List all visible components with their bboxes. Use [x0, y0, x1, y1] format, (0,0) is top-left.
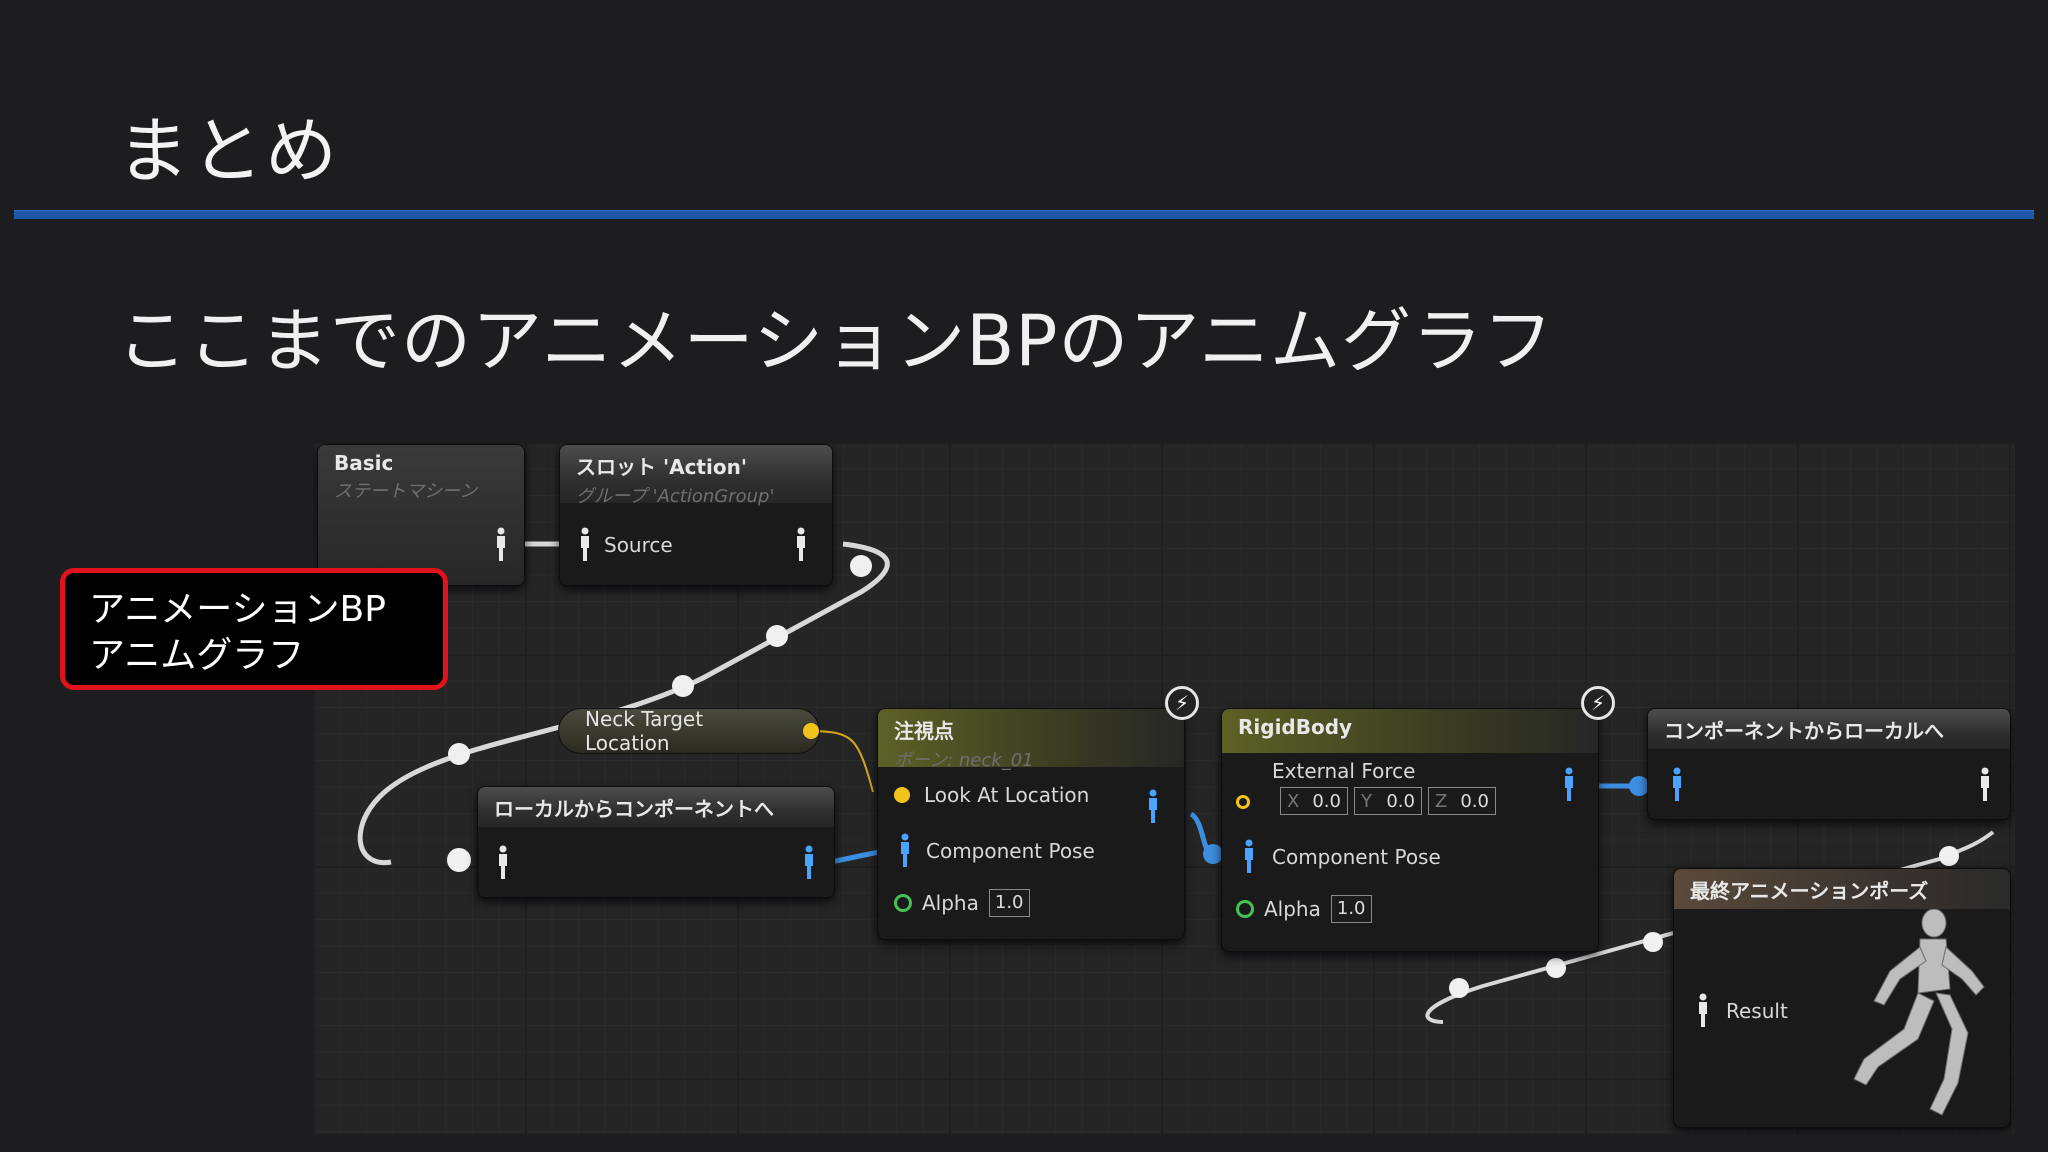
wire-comp-to-final	[1425, 830, 1995, 1024]
anim-graph-canvas[interactable]: Basic ステートマシーン スロット 'Action' グループ 'Actio…	[313, 442, 2015, 1134]
node-basic-title: Basic	[334, 451, 394, 475]
node-final-animation-pose[interactable]: 最終アニメーションポーズ Result	[1673, 868, 2011, 1128]
local-input-pin[interactable]	[496, 845, 510, 881]
node-local-to-component[interactable]: ローカルからコンポーネントへ	[477, 786, 835, 898]
look-at-component-pose-pin[interactable]: Component Pose	[898, 833, 1095, 869]
comp-output-pin[interactable]	[1978, 767, 1992, 803]
look-at-location-pin[interactable]: Look At Location	[894, 783, 1089, 807]
node-slot-subtitle: グループ 'ActionGroup'	[576, 486, 775, 507]
node-look-at[interactable]: 注視点 ボーン: neck_01 Look At Location Compon…	[877, 708, 1185, 940]
force-y-value: 0.0	[1386, 790, 1415, 812]
float-input-pin[interactable]	[1236, 900, 1254, 918]
graph-wires	[357, 541, 1995, 1024]
lightning-bolt-icon: ⚡	[1581, 686, 1615, 720]
look-at-location-label: Look At Location	[924, 783, 1090, 807]
vector-input-pin[interactable]	[1236, 795, 1250, 809]
wire-knot	[1643, 932, 1663, 952]
wire-knot	[1939, 846, 1959, 866]
node-basic-subtitle: ステートマシーン	[334, 481, 478, 502]
lightning-bolt-icon: ⚡	[1165, 686, 1199, 720]
look-at-alpha-value[interactable]: 1.0	[988, 889, 1030, 917]
vector-input-pin[interactable]	[894, 787, 910, 803]
look-at-output-pin[interactable]	[1146, 789, 1160, 825]
wire-knot	[1546, 958, 1566, 978]
pose-figure-icon	[1562, 767, 1576, 803]
pose-figure-icon	[802, 845, 816, 881]
node-component-to-local-title: コンポーネントからローカルへ	[1664, 719, 1944, 743]
float-input-pin[interactable]	[894, 894, 912, 912]
rigid-external-force-label: External Force	[1272, 759, 1416, 783]
node-look-at-subtitle: ボーン: neck_01	[894, 750, 1034, 771]
external-force-vector[interactable]: X 0.0 Y 0.0 Z 0.0	[1280, 787, 1496, 815]
look-at-alpha-pin[interactable]: Alpha 1.0	[894, 889, 1030, 917]
wire-knot	[672, 675, 694, 697]
wire-knot	[766, 625, 788, 647]
vector-output-pin[interactable]	[803, 723, 819, 739]
slide-title: まとめ	[117, 109, 340, 193]
slide-subtitle: ここまでのアニメーションBPのアニムグラフ	[117, 300, 1555, 382]
wire-knot	[447, 848, 471, 872]
neck-target-label: Neck Target Location	[585, 707, 704, 755]
node-slot-action[interactable]: スロット 'Action' グループ 'ActionGroup' Source	[559, 444, 833, 586]
wire-knot	[1629, 776, 1649, 796]
rigid-alpha-label: Alpha	[1264, 897, 1321, 921]
force-x-value: 0.0	[1312, 790, 1341, 812]
node-final-pose-title: 最終アニメーションポーズ	[1690, 879, 1929, 903]
final-result-label: Result	[1726, 999, 1788, 1023]
wire-knot	[850, 555, 872, 577]
node-slot-title: スロット 'Action'	[576, 455, 747, 479]
force-z-field[interactable]: Z 0.0	[1428, 787, 1496, 815]
look-at-alpha-label: Alpha	[922, 891, 979, 915]
look-at-component-pose-label: Component Pose	[926, 839, 1095, 863]
callout-line-1: アニメーションBP	[89, 589, 386, 630]
force-z-label: Z	[1435, 790, 1448, 812]
node-basic-state-machine[interactable]: Basic ステートマシーン	[317, 444, 525, 586]
rigid-alpha-pin[interactable]: Alpha 1.0	[1236, 895, 1372, 923]
local-output-pin[interactable]	[802, 845, 816, 881]
force-z-value: 0.0	[1460, 790, 1489, 812]
comp-input-pin[interactable]	[1670, 767, 1684, 803]
pose-figure-icon	[1146, 789, 1160, 825]
rigid-external-force-pin[interactable]	[1236, 795, 1250, 809]
node-neck-target-location[interactable]: Neck Target Location	[558, 707, 820, 755]
pose-figure-icon	[1696, 993, 1710, 1029]
pose-figure-icon	[1242, 839, 1256, 875]
slot-output-pin[interactable]	[794, 527, 808, 563]
rigid-component-pose-label: Component Pose	[1272, 845, 1441, 869]
final-result-pin[interactable]: Result	[1696, 993, 1788, 1029]
slot-source-pin[interactable]: Source	[578, 527, 673, 563]
callout-box: アニメーションBP アニムグラフ	[60, 568, 448, 690]
slot-source-label: Source	[604, 533, 673, 557]
node-local-to-component-title: ローカルからコンポーネントへ	[494, 797, 774, 821]
wire-neck-target	[812, 730, 874, 793]
wire-knot	[1203, 844, 1223, 864]
force-x-label: X	[1287, 790, 1300, 812]
force-y-field[interactable]: Y 0.0	[1354, 787, 1422, 815]
running-mannequin-icon	[1853, 909, 1985, 1116]
node-look-at-title: 注視点	[894, 719, 954, 743]
wire-knot	[1449, 978, 1469, 998]
rigid-output-pin[interactable]	[1562, 767, 1576, 803]
rigid-alpha-value[interactable]: 1.0	[1330, 895, 1372, 923]
rigid-component-pose-pin[interactable]: Component Pose	[1242, 839, 1441, 875]
force-x-field[interactable]: X 0.0	[1280, 787, 1348, 815]
node-component-to-local[interactable]: コンポーネントからローカルへ	[1647, 708, 2011, 820]
pose-figure-icon	[578, 527, 592, 563]
title-divider	[14, 210, 2034, 219]
basic-output-pin[interactable]	[494, 527, 508, 563]
callout-line-2: アニムグラフ	[89, 635, 305, 676]
pose-figure-icon	[1978, 767, 1992, 803]
force-y-label: Y	[1361, 790, 1372, 812]
pose-figure-icon	[794, 527, 808, 563]
pose-figure-icon	[496, 845, 510, 881]
wire-slot-to-local	[357, 541, 890, 866]
node-rigid-body-title: RigidBody	[1238, 715, 1353, 739]
pose-figure-icon	[1670, 767, 1684, 803]
pose-figure-icon	[494, 527, 508, 563]
pose-figure-icon	[898, 833, 912, 869]
wire-knot	[448, 743, 470, 765]
